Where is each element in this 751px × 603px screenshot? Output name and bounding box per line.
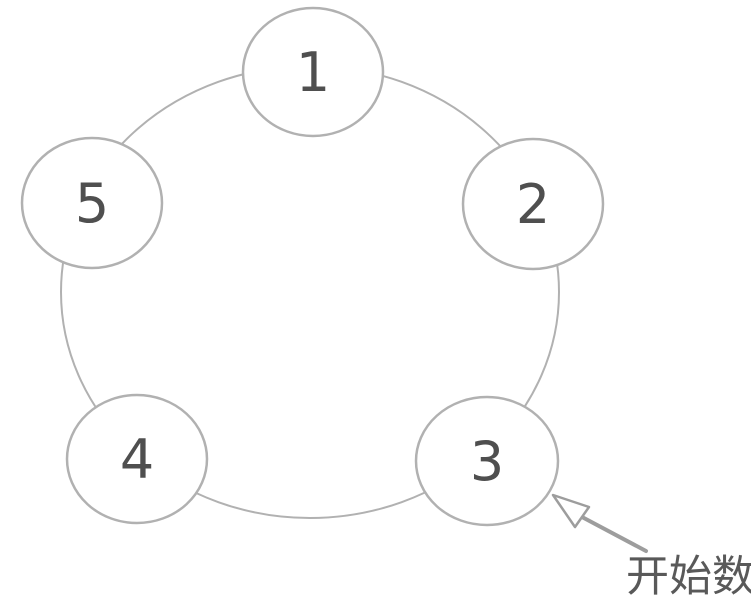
- node-1-circle: [241, 6, 385, 138]
- node-2-circle: [461, 137, 605, 271]
- arrow-shaft: [580, 515, 648, 553]
- node-4-label: 4: [120, 428, 154, 491]
- node-3-label: 3: [470, 430, 504, 493]
- node-3: 3: [414, 395, 560, 527]
- node-2-label: 2: [516, 173, 550, 236]
- node-4-circle: [65, 393, 209, 525]
- node-2: 2: [461, 137, 605, 271]
- start-annotation-label: 开始数: [626, 552, 751, 602]
- node-4: 4: [65, 393, 209, 525]
- node-5: 5: [20, 136, 164, 270]
- arrow-head-icon: [551, 493, 591, 529]
- node-5-label: 5: [75, 172, 109, 235]
- node-1-label: 1: [296, 41, 330, 104]
- node-3-circle: [414, 395, 560, 527]
- node-1: 1: [241, 6, 385, 138]
- node-5-circle: [20, 136, 164, 270]
- start-annotation-arrow: [551, 493, 648, 553]
